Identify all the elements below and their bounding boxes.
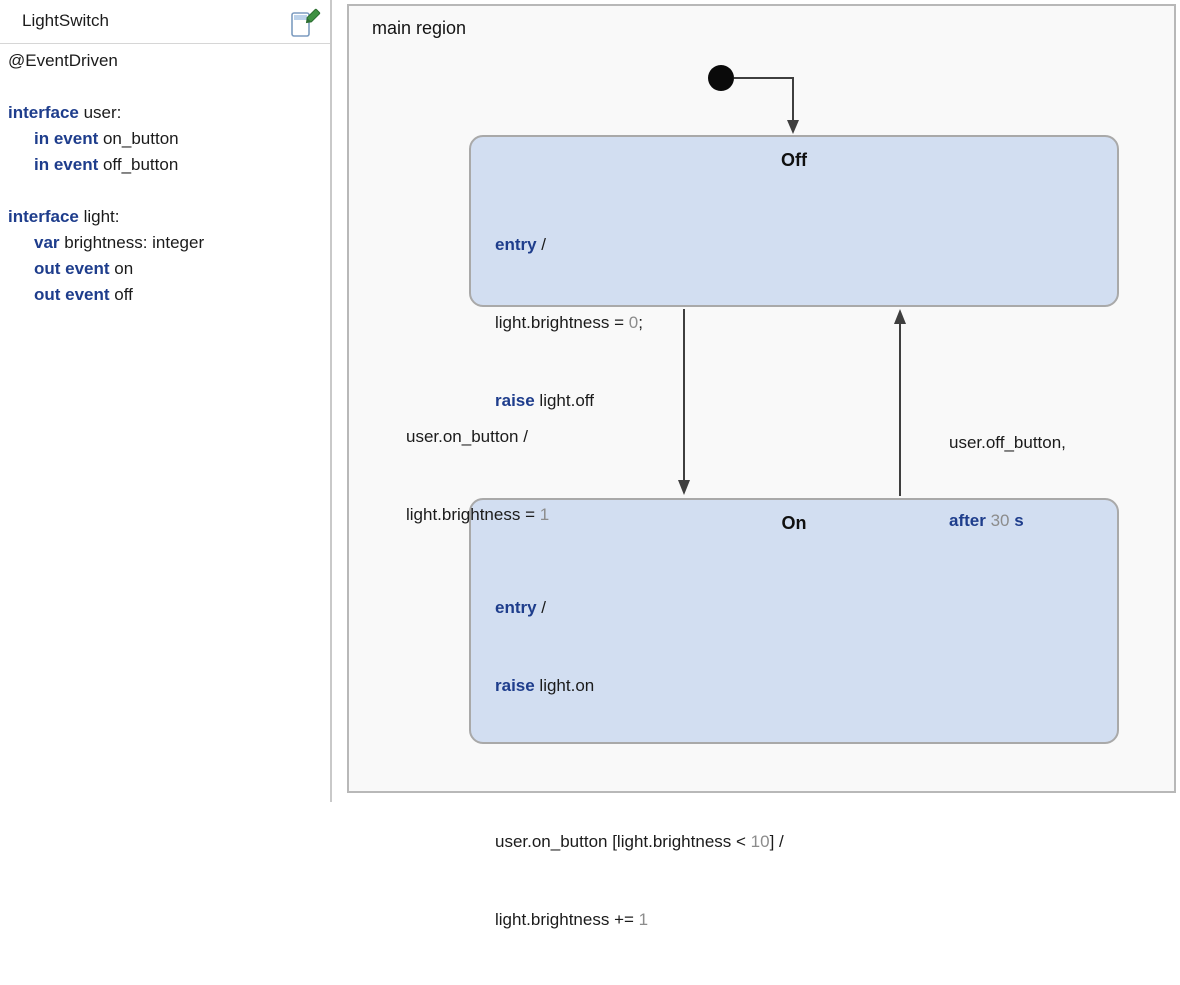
- annotation-text: @EventDriven: [8, 51, 118, 70]
- expression: light.brightness =: [406, 505, 540, 524]
- trigger: user.off_button,: [949, 433, 1066, 452]
- arrowhead-down-icon: [787, 120, 799, 134]
- statechart-edit-icon: [288, 5, 322, 39]
- trigger: user.on_button /: [406, 427, 528, 446]
- blank-line: [8, 178, 324, 204]
- in-event-on-button-line: in event on_button: [8, 126, 324, 152]
- keyword: raise: [495, 391, 535, 410]
- keyword: out event: [34, 285, 110, 304]
- separator: /: [536, 598, 547, 617]
- raise-line: raise light.off: [495, 388, 1117, 414]
- event-ref: light.on: [534, 676, 595, 695]
- trigger-line: user.on_button /: [406, 424, 549, 450]
- blank-line: [495, 751, 1117, 777]
- entry-line: entry /: [495, 595, 1117, 621]
- effect-line: light.brightness = 1: [406, 502, 549, 528]
- identifier: user:: [78, 103, 122, 122]
- definition-panel: LightSwitch @EventDriven interface user:…: [0, 0, 332, 802]
- keyword: s: [1014, 511, 1024, 530]
- raise-line: raise light.on: [495, 673, 1117, 699]
- guard-line: user.on_button [light.brightness < 10] /: [495, 829, 1117, 855]
- keyword: interface: [8, 103, 79, 122]
- transition-off-to-on-label[interactable]: user.on_button / light.brightness = 1: [406, 372, 549, 580]
- keyword: entry: [495, 598, 537, 617]
- keyword: raise: [495, 676, 535, 695]
- blank-line: [8, 74, 324, 100]
- keyword: after: [949, 511, 986, 530]
- state-off[interactable]: Off entry / light.brightness = 0; raise …: [469, 135, 1119, 410]
- interface-light-line: interface light:: [8, 204, 324, 230]
- statechart-title: LightSwitch: [22, 11, 109, 30]
- event-ref: light.off: [534, 391, 594, 410]
- identifier: on_button: [98, 129, 179, 148]
- expression: light.brightness =: [495, 313, 629, 332]
- initial-transition-edge[interactable]: [734, 77, 794, 120]
- transition-on-to-off-label[interactable]: user.off_button, after 30 s: [949, 378, 1066, 586]
- increment-line: light.brightness += 1: [495, 907, 1117, 933]
- keyword: in event: [34, 155, 99, 174]
- arrowhead-down-icon: [678, 480, 690, 495]
- interface-user-line: interface user:: [8, 100, 324, 126]
- out-event-off-line: out event off: [8, 282, 324, 308]
- expression: user.on_button [light.brightness <: [495, 832, 751, 851]
- definition-editor[interactable]: @EventDriven interface user: in event on…: [8, 48, 324, 308]
- keyword: interface: [8, 207, 79, 226]
- assignment-line: light.brightness = 0;: [495, 310, 1117, 336]
- annotation-line: @EventDriven: [8, 48, 324, 74]
- out-event-on-line: out event on: [8, 256, 324, 282]
- state-on-behavior: entry / raise light.on user.on_button [l…: [495, 543, 1117, 985]
- keyword: out event: [34, 259, 110, 278]
- expression: light.brightness +=: [495, 910, 639, 929]
- identifier: off_button: [98, 155, 179, 174]
- keyword: in event: [34, 129, 99, 148]
- literal: 10: [750, 832, 770, 851]
- separator: ;: [638, 313, 643, 332]
- literal: 1: [638, 910, 649, 929]
- identifier: on: [109, 259, 134, 278]
- keyword: entry: [495, 235, 537, 254]
- literal: 1: [539, 505, 550, 524]
- transition-edges[interactable]: [349, 6, 1178, 795]
- in-event-off-button-line: in event off_button: [8, 152, 324, 178]
- var-brightness-line: var brightness: integer: [8, 230, 324, 256]
- keyword: var: [34, 233, 60, 252]
- panel-header: LightSwitch: [0, 0, 330, 44]
- main-region-canvas[interactable]: main region Off entry / light.brightness…: [347, 4, 1178, 929]
- literal: 0: [628, 313, 639, 332]
- separator: /: [536, 235, 547, 254]
- region-label: main region: [372, 18, 467, 38]
- arrowhead-up-icon: [894, 309, 906, 324]
- identifier: off: [109, 285, 133, 304]
- state-off-behavior: entry / light.brightness = 0; raise ligh…: [495, 180, 1117, 466]
- state-on-title: On: [781, 513, 807, 533]
- identifier: light:: [78, 207, 120, 226]
- trigger-line: user.off_button,: [949, 430, 1066, 456]
- literal: 30: [985, 511, 1015, 530]
- identifier: brightness: integer: [59, 233, 205, 252]
- entry-line: entry /: [495, 232, 1117, 258]
- separator: ] /: [769, 832, 784, 851]
- after-line: after 30 s: [949, 508, 1066, 534]
- state-off-title: Off: [781, 150, 807, 170]
- initial-state-node[interactable]: [708, 65, 734, 91]
